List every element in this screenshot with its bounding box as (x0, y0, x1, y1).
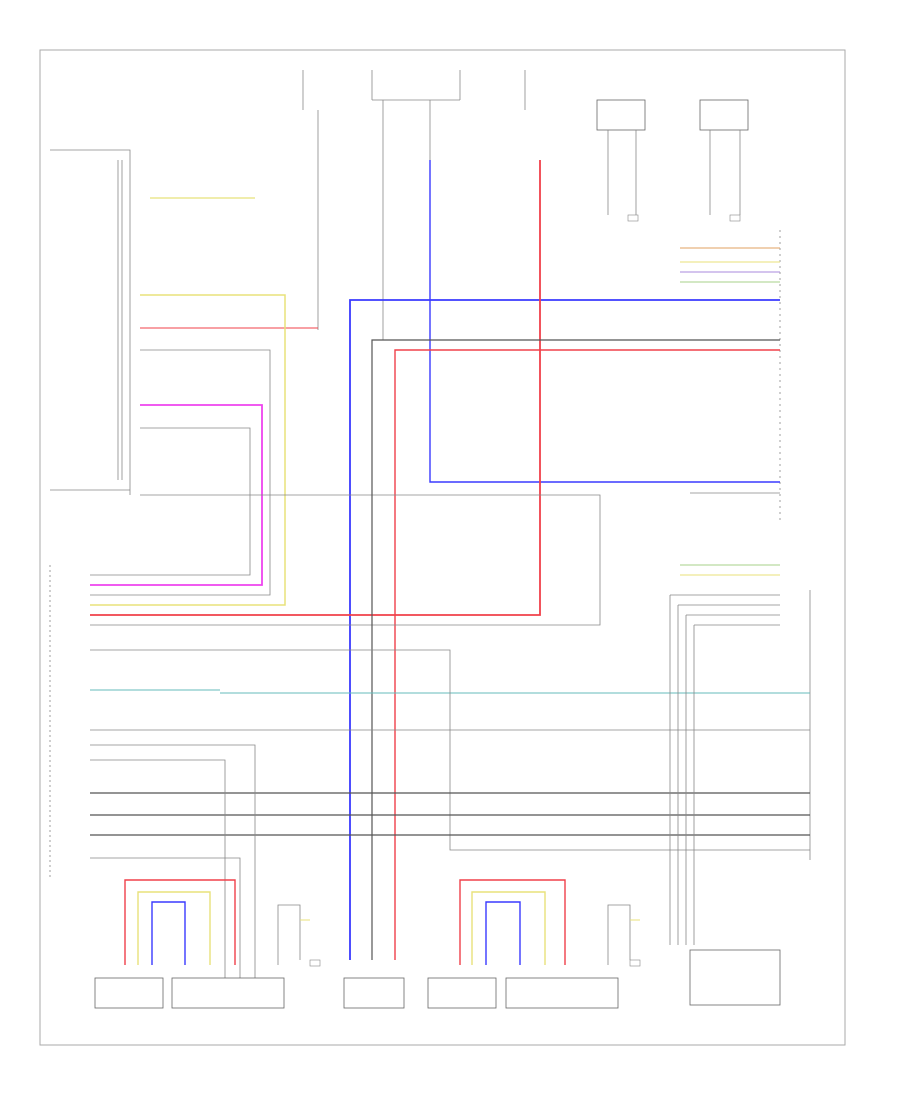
wire-red-2 (394, 349, 780, 960)
module-center (343, 977, 405, 1009)
ground-symbols (309, 214, 741, 967)
module-left-wide (171, 977, 285, 1009)
wire-blue (349, 299, 780, 960)
bottom-modules (94, 949, 781, 1009)
bus-1 (90, 649, 810, 851)
module-right-small (427, 977, 497, 1009)
wire-blue-top (429, 160, 780, 483)
light-switch-housing (50, 149, 131, 495)
top-right-modules (596, 99, 749, 215)
bundle-right (669, 594, 780, 945)
bottom-right-module-wires (459, 879, 640, 965)
bus-6 (90, 857, 241, 980)
module-far-right-frame (689, 949, 781, 1006)
bus-7 (90, 744, 256, 980)
wire-gray-1 (90, 349, 271, 596)
bus-8 (90, 759, 226, 980)
wire-runs (90, 160, 810, 980)
wire-gray-2 (90, 427, 251, 576)
module-box-left (596, 99, 646, 131)
wire-gray-4 (371, 339, 780, 960)
module-box-right (699, 99, 749, 131)
wire-red-main (90, 160, 541, 616)
wire-yellow (90, 294, 286, 606)
wire-gray-3 (90, 494, 601, 626)
module-left-small (94, 977, 164, 1009)
diagram-frame (39, 49, 846, 1046)
bottom-left-module-wires (124, 879, 310, 965)
wire-teal (90, 689, 810, 694)
module-right-wide (505, 977, 619, 1009)
